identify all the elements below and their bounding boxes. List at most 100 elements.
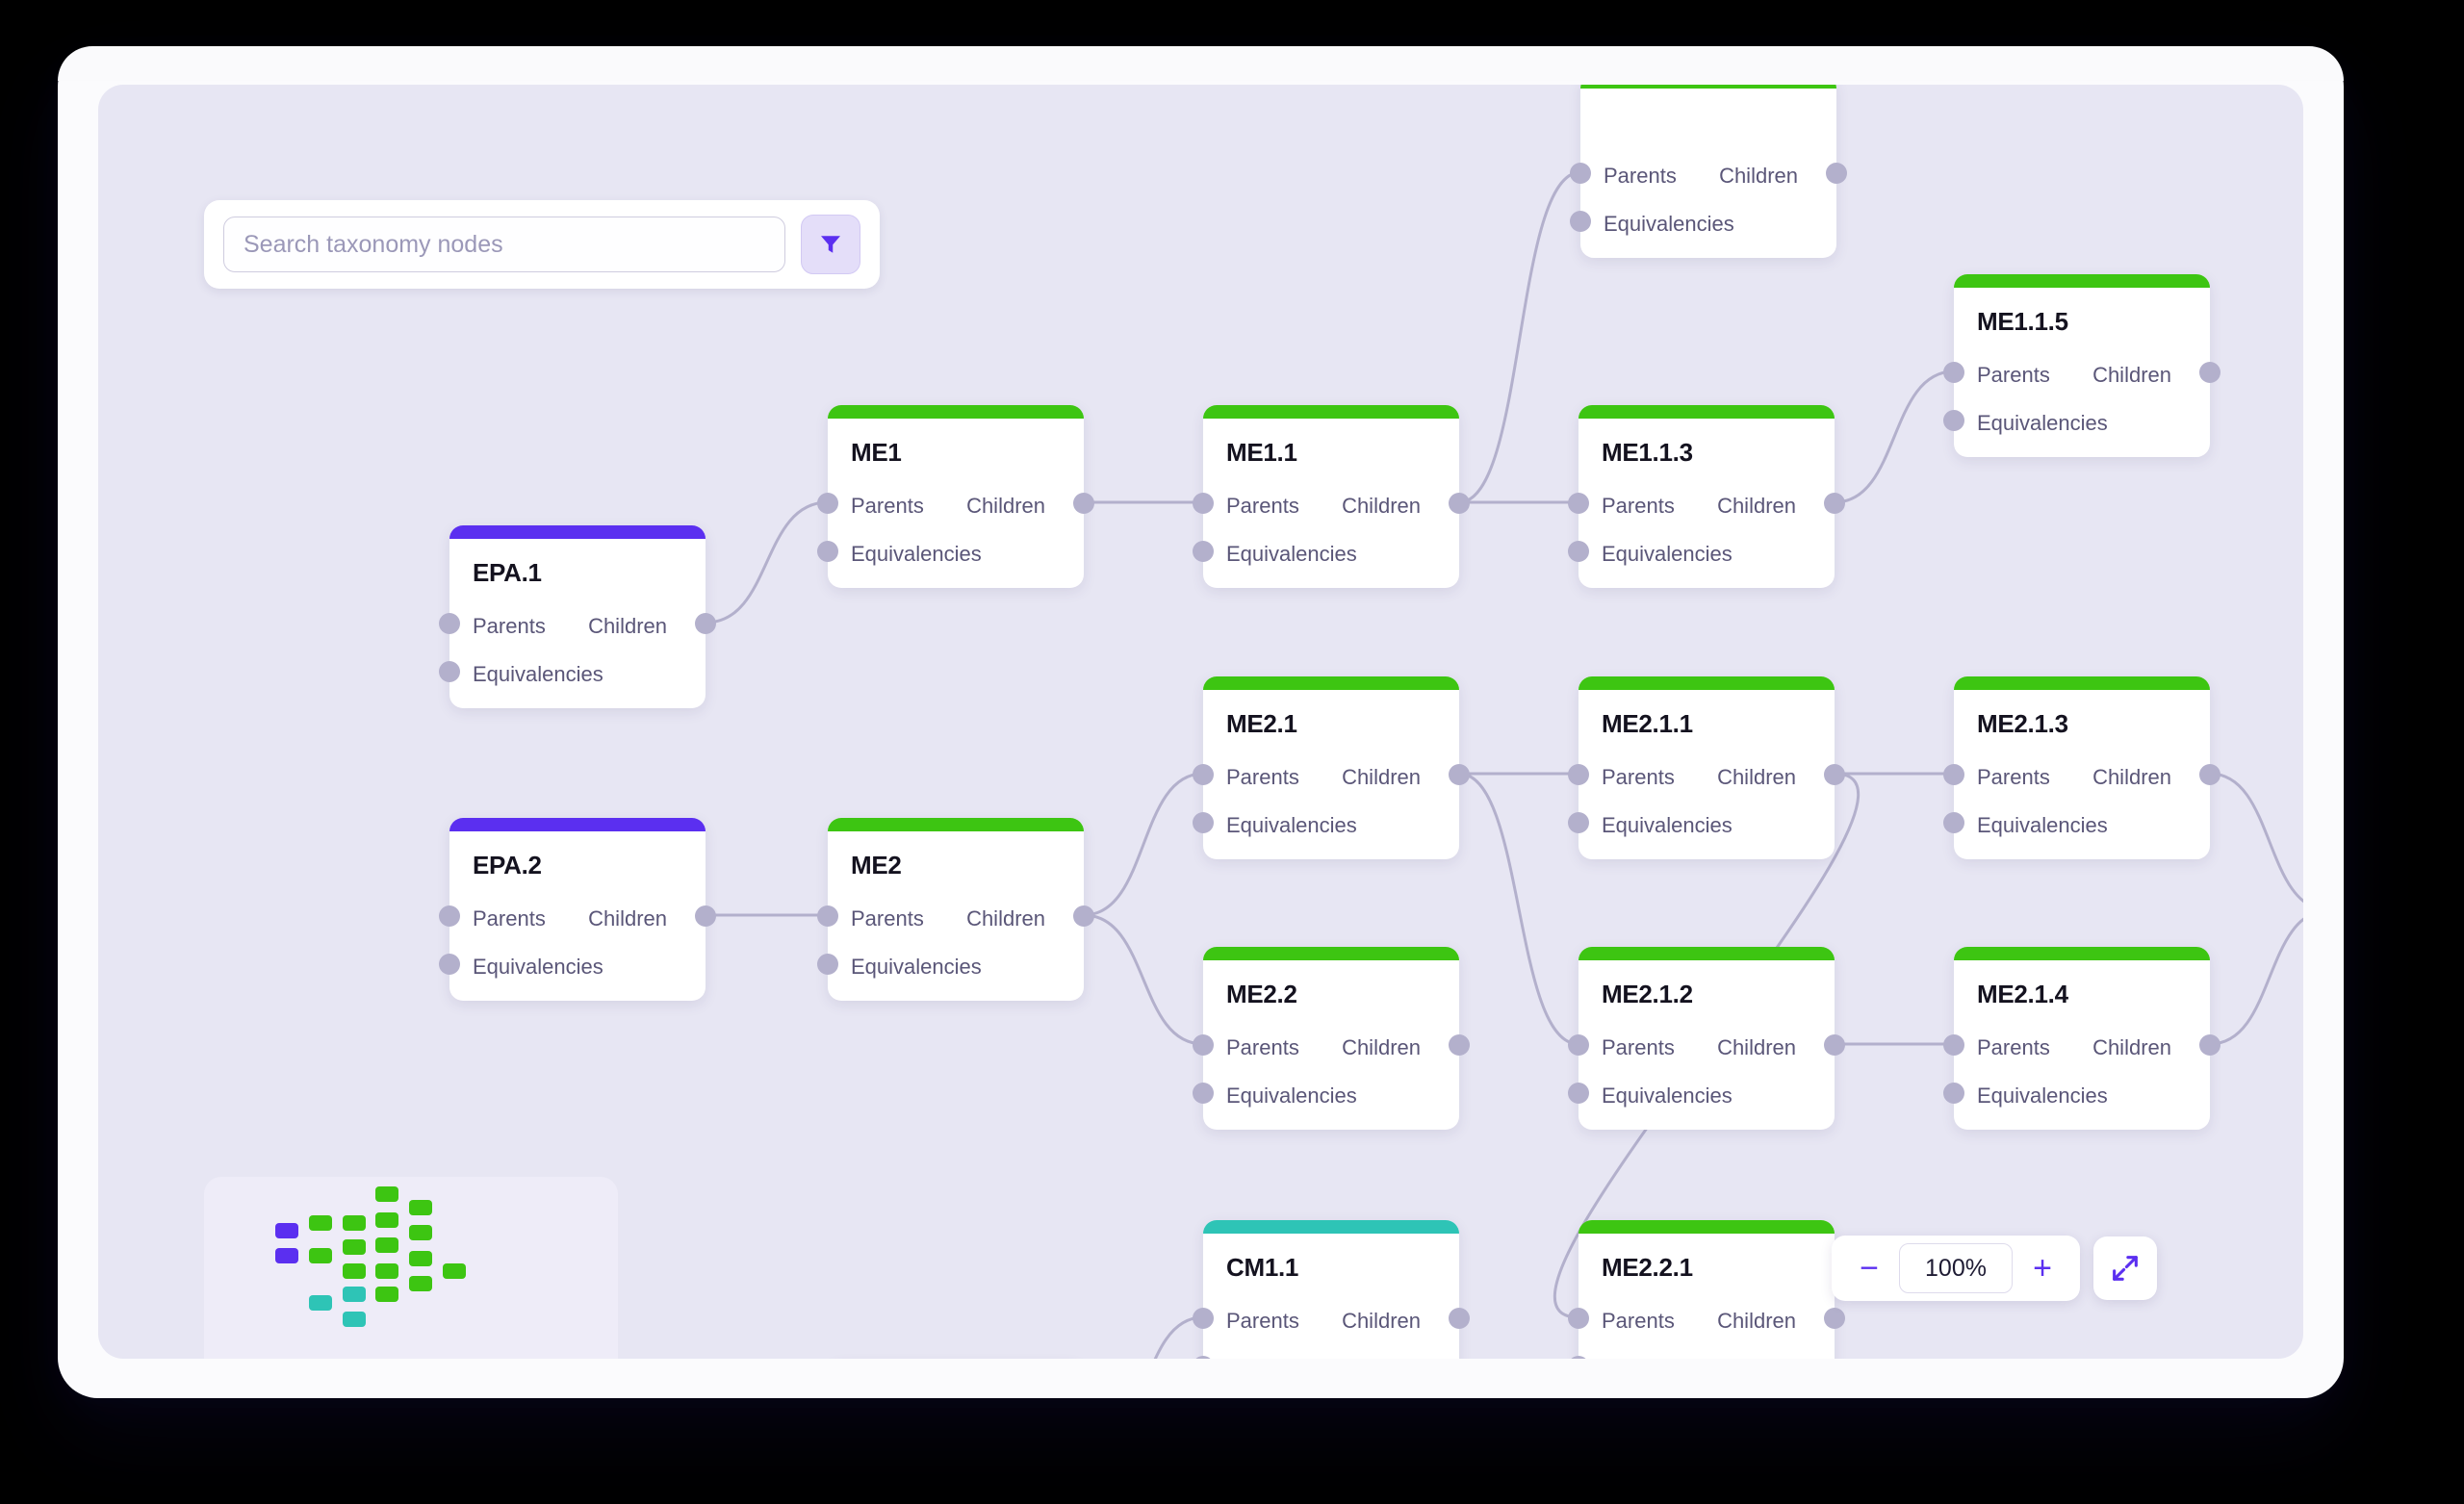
node-port-row-equivalencies: Equivalencies bbox=[439, 661, 706, 686]
parents-port-dot[interactable] bbox=[1570, 163, 1591, 184]
fullscreen-button[interactable] bbox=[2093, 1236, 2157, 1300]
children-port-dot[interactable] bbox=[2199, 1034, 2220, 1056]
equivalencies-port-dot[interactable] bbox=[1193, 1356, 1214, 1359]
equivalencies-port-dot[interactable] bbox=[439, 661, 460, 682]
parents-port-dot[interactable] bbox=[439, 613, 460, 634]
minimap-node bbox=[409, 1225, 432, 1240]
parents-port-dot[interactable] bbox=[817, 905, 838, 927]
equivalencies-port-dot[interactable] bbox=[1943, 410, 1964, 431]
graph-edge bbox=[705, 500, 829, 625]
parents-port-dot[interactable] bbox=[1568, 764, 1589, 785]
children-port-dot[interactable] bbox=[1824, 1308, 1845, 1329]
node-header-bar bbox=[1203, 947, 1459, 960]
children-port-dot[interactable] bbox=[1449, 1034, 1470, 1056]
node-title: ME1 bbox=[851, 438, 902, 467]
node-port-row-equivalencies: Equivalencies bbox=[1193, 1083, 1459, 1108]
children-port-dot[interactable] bbox=[2199, 764, 2220, 785]
parents-port-dot[interactable] bbox=[1568, 1308, 1589, 1329]
equivalencies-port-dot[interactable] bbox=[1568, 541, 1589, 562]
children-port-label: Children bbox=[2092, 1035, 2171, 1059]
zoom-out-button[interactable]: − bbox=[1843, 1244, 1895, 1292]
node-title: EPA.1 bbox=[473, 558, 542, 587]
parents-port-dot[interactable] bbox=[439, 905, 460, 927]
children-port-dot[interactable] bbox=[1826, 163, 1847, 184]
parents-port-dot[interactable] bbox=[1193, 1308, 1214, 1329]
children-port-dot[interactable] bbox=[1449, 764, 1470, 785]
children-port-dot[interactable] bbox=[1073, 493, 1094, 514]
parents-port-dot[interactable] bbox=[1568, 493, 1589, 514]
filter-button[interactable] bbox=[801, 215, 860, 274]
node-title: ME2.1 bbox=[1226, 709, 1297, 738]
equivalencies-port-dot[interactable] bbox=[439, 954, 460, 975]
children-port-label: Children bbox=[2092, 765, 2171, 789]
parents-port-label: Parents bbox=[1226, 1309, 1299, 1333]
equivalencies-port-dot[interactable] bbox=[1193, 1083, 1214, 1104]
children-port-dot[interactable] bbox=[695, 613, 716, 634]
equivalencies-port-dot[interactable] bbox=[1568, 1083, 1589, 1104]
children-port-dot[interactable] bbox=[695, 905, 716, 927]
window-titlebar bbox=[58, 46, 2344, 81]
parents-port-dot[interactable] bbox=[1193, 764, 1214, 785]
children-port-dot[interactable] bbox=[1824, 764, 1845, 785]
parents-port-dot[interactable] bbox=[817, 493, 838, 514]
minimap-node bbox=[375, 1212, 398, 1228]
search-input[interactable] bbox=[223, 217, 785, 272]
children-port-dot[interactable] bbox=[1073, 905, 1094, 927]
node-title: ME2.2.1 bbox=[1602, 1253, 1693, 1282]
equivalencies-port-dot[interactable] bbox=[1193, 541, 1214, 562]
parents-port-dot[interactable] bbox=[1568, 1034, 1589, 1056]
zoom-in-button[interactable]: + bbox=[2016, 1244, 2068, 1292]
minimap-node bbox=[409, 1200, 432, 1215]
equivalencies-port-dot[interactable] bbox=[1943, 812, 1964, 833]
parents-port-dot[interactable] bbox=[1193, 1034, 1214, 1056]
equivalencies-port-dot[interactable] bbox=[1568, 812, 1589, 833]
parents-port-dot[interactable] bbox=[1943, 1034, 1964, 1056]
children-port-dot[interactable] bbox=[1449, 493, 1470, 514]
children-port-label: Children bbox=[966, 906, 1045, 930]
children-port-label: Children bbox=[2092, 363, 2171, 387]
children-port-label: Children bbox=[1342, 1035, 1421, 1059]
equivalencies-port-dot[interactable] bbox=[817, 954, 838, 975]
equivalencies-port-dot[interactable] bbox=[1193, 812, 1214, 833]
equivalencies-port-dot[interactable] bbox=[1570, 211, 1591, 232]
children-port-dot[interactable] bbox=[1449, 1308, 1470, 1329]
minimap[interactable] bbox=[204, 1177, 618, 1359]
parents-port-label: Parents bbox=[1226, 494, 1299, 518]
equivalencies-port-dot[interactable] bbox=[1568, 1356, 1589, 1359]
children-port-dot[interactable] bbox=[1824, 1034, 1845, 1056]
minimap-node bbox=[343, 1263, 366, 1279]
children-port-dot[interactable] bbox=[1824, 493, 1845, 514]
parents-port-dot[interactable] bbox=[1943, 764, 1964, 785]
equivalencies-port-dot[interactable] bbox=[817, 541, 838, 562]
parents-port-dot[interactable] bbox=[1943, 362, 1964, 383]
node-port-row-equivalencies: Equivalencies bbox=[1193, 812, 1459, 837]
children-port-dot[interactable] bbox=[2199, 362, 2220, 383]
minimap-node bbox=[443, 1263, 466, 1279]
equivalencies-port-dot[interactable] bbox=[1943, 1083, 1964, 1104]
parents-port-label: Parents bbox=[1226, 1035, 1299, 1059]
zoom-controls: − 100% + bbox=[1832, 1236, 2157, 1301]
zoom-level-display[interactable]: 100% bbox=[1899, 1243, 2013, 1293]
parents-port-dot[interactable] bbox=[1193, 493, 1214, 514]
